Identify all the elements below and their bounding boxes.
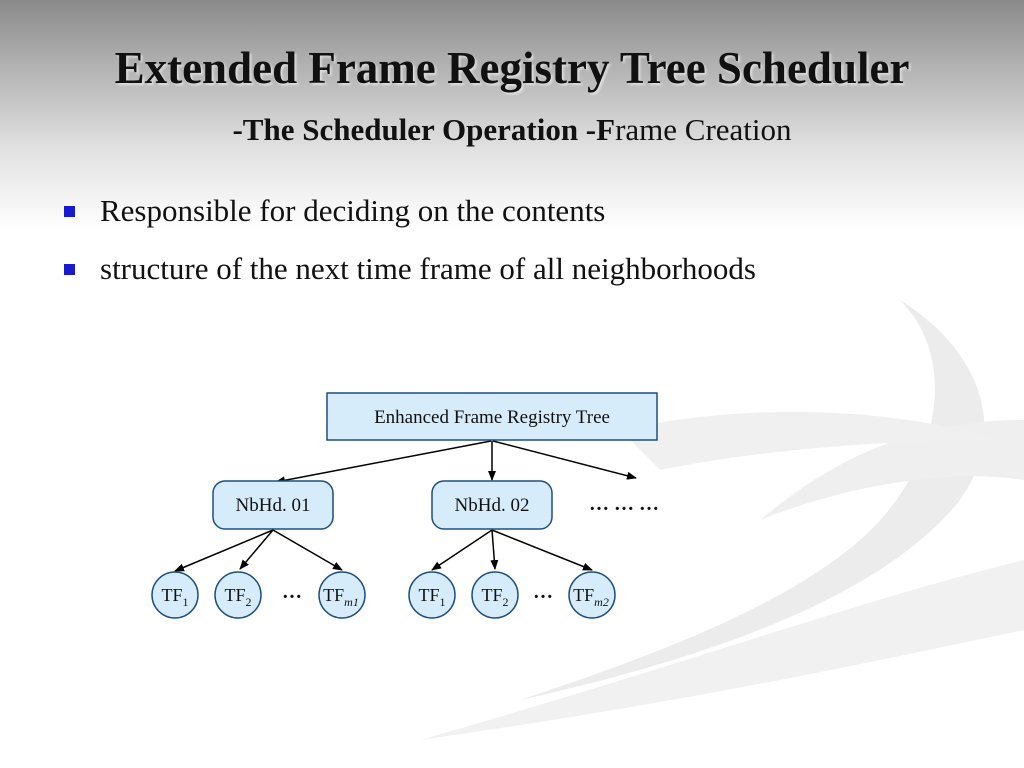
time-frame-node: TFm1: [318, 571, 366, 619]
time-frame-label: TF2: [224, 585, 251, 609]
connector-arrow: [490, 529, 499, 570]
connector-arrow: [491, 529, 593, 571]
bullet-text: Responsible for deciding on the contents: [100, 193, 606, 228]
connector-arrow: [431, 529, 493, 571]
time-frame-node: TF2: [214, 571, 262, 619]
connector-arrow: [492, 440, 637, 480]
subtitle-regular-part: rame Creation: [615, 112, 792, 147]
time-frame-label: TF1: [418, 585, 445, 609]
neighborhood-label: NbHd. 01: [236, 495, 311, 516]
time-frame-label: TF2: [481, 585, 508, 609]
neighborhood-label: NbHd. 02: [455, 495, 530, 516]
time-frame-label: TFm2: [573, 585, 609, 609]
square-bullet-icon: [64, 206, 75, 217]
slide-title: Extended Frame Registry Tree Scheduler: [114, 43, 910, 93]
connector-arrow: [239, 529, 274, 570]
time-frame-ellipsis: …: [533, 581, 553, 603]
time-frame-node: TF1: [151, 571, 199, 619]
time-frame-label: TFm1: [323, 585, 359, 609]
time-frame-node: TF1: [408, 571, 456, 619]
more-neighborhoods-ellipsis: … … …: [589, 493, 659, 515]
slide-subtitle: -The Scheduler Operation -Frame Creation: [0, 112, 1024, 148]
bullet-list: Responsible for deciding on the contents…: [62, 190, 756, 306]
root-node-label: Enhanced Frame Registry Tree: [374, 407, 610, 428]
neighborhood-node: NbHd. 02: [431, 480, 553, 530]
square-bullet-icon: [64, 264, 75, 275]
time-frame-label: TF1: [161, 585, 188, 609]
neighborhood-node: NbHd. 01: [212, 480, 334, 530]
subtitle-bold-part: -The Scheduler Operation -F: [232, 112, 616, 147]
time-frame-node: TFm2: [568, 571, 616, 619]
root-node: Enhanced Frame Registry Tree: [326, 392, 658, 441]
bullet-text: structure of the next time frame of all …: [100, 251, 756, 286]
bullet-item: structure of the next time frame of all …: [62, 248, 756, 306]
tree-connectors: [174, 440, 637, 572]
connector-arrow: [174, 529, 274, 572]
time-frame-ellipsis: …: [282, 581, 302, 603]
bullet-item: Responsible for deciding on the contents: [62, 190, 756, 248]
connector-arrow: [275, 440, 492, 485]
time-frame-node: TF2: [471, 571, 519, 619]
connector-arrow: [272, 529, 343, 571]
